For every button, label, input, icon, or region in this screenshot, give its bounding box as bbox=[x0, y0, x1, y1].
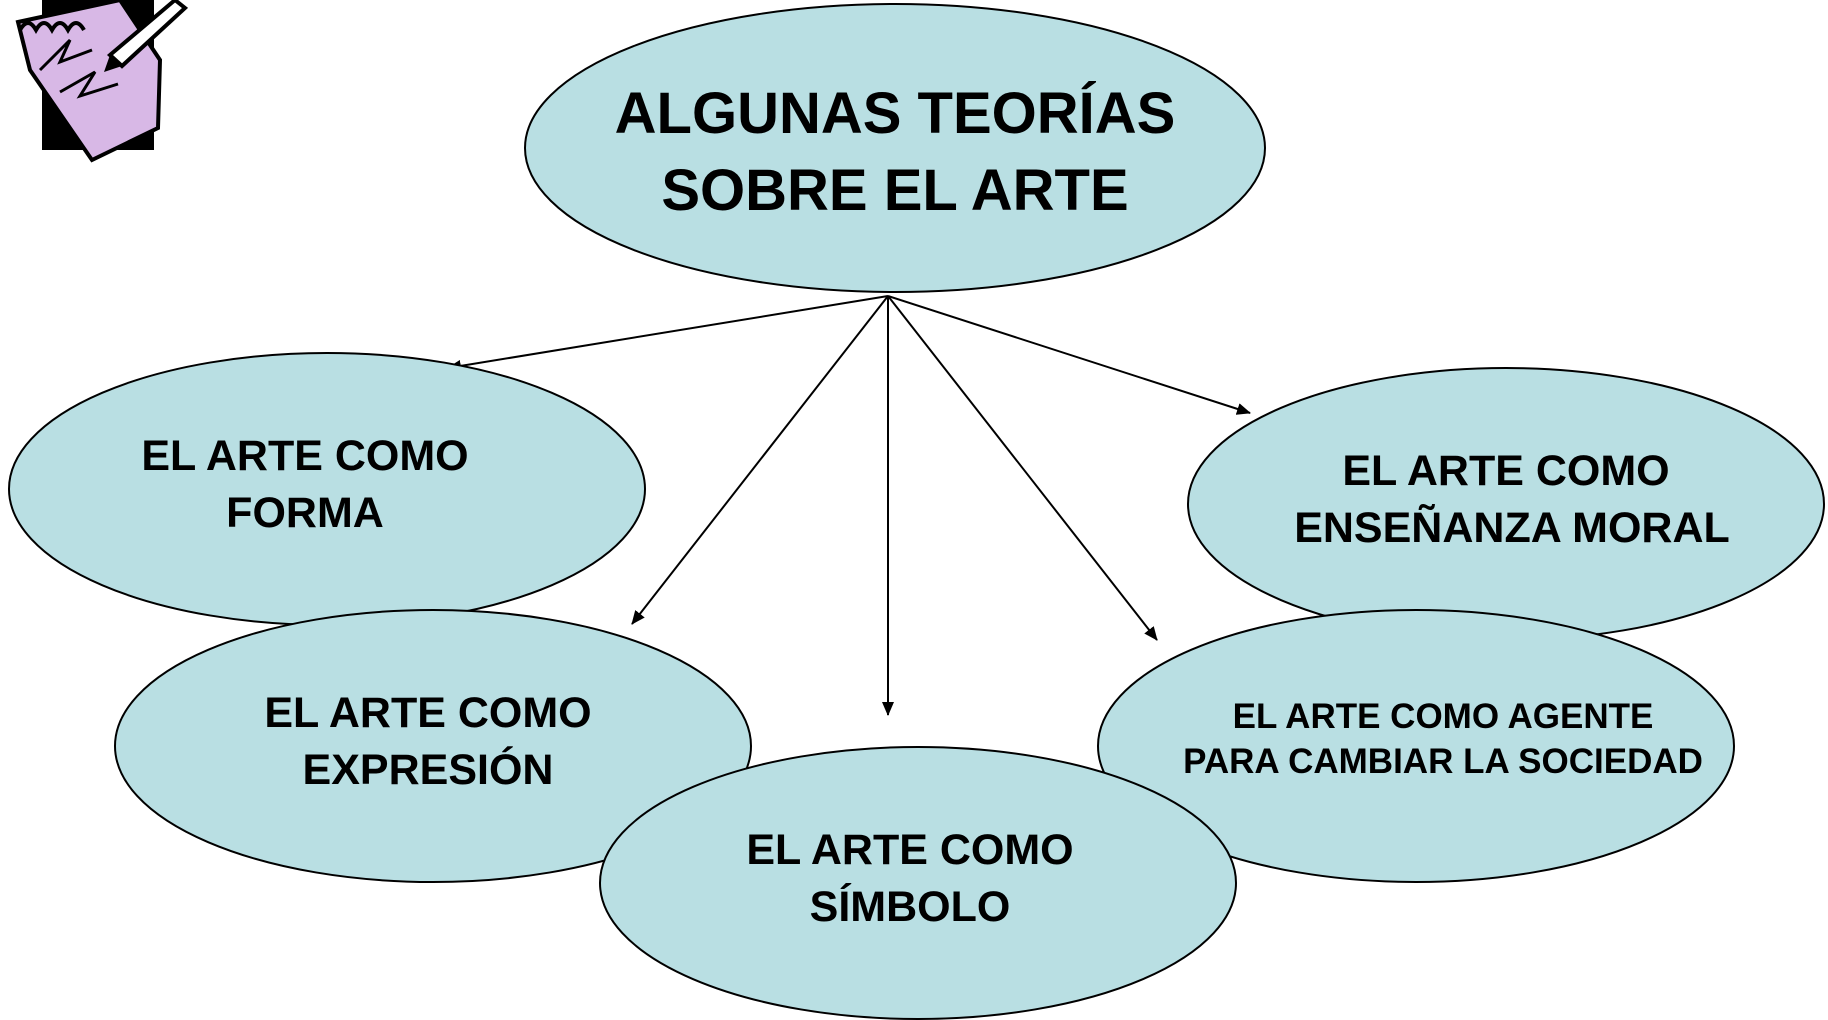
arrow-to-agente bbox=[887, 295, 1158, 641]
central-title-line2: SOBRE EL ARTE bbox=[661, 158, 1128, 223]
theory-agente-line1: EL ARTE COMO AGENTE bbox=[1233, 697, 1654, 736]
arrow-to-forma bbox=[447, 295, 889, 372]
theory-ensenanza-line2: ENSEÑANZA MORAL bbox=[1294, 504, 1730, 552]
theory-simbolo-line1: EL ARTE COMO bbox=[746, 826, 1073, 874]
notepad-pencil-icon bbox=[15, 0, 189, 163]
theory-node-forma: EL ARTE COMO FORMA bbox=[8, 352, 646, 626]
theory-expresion-line1: EL ARTE COMO bbox=[264, 689, 591, 737]
arrow-to-ensenanza bbox=[887, 295, 1251, 415]
central-node: ALGUNAS TEORÍAS SOBRE EL ARTE bbox=[524, 3, 1266, 293]
theory-forma-line2: FORMA bbox=[226, 489, 384, 537]
theory-agente-line2: PARA CAMBIAR LA SOCIEDAD bbox=[1183, 742, 1703, 781]
theory-node-ensenanza-moral: EL ARTE COMO ENSEÑANZA MORAL bbox=[1187, 367, 1825, 641]
theory-ensenanza-line1: EL ARTE COMO bbox=[1342, 447, 1669, 495]
central-title-line1: ALGUNAS TEORÍAS bbox=[615, 81, 1176, 146]
connectors bbox=[447, 295, 1251, 716]
theory-node-expresion: EL ARTE COMO EXPRESIÓN bbox=[114, 609, 752, 883]
arrow-to-expresion bbox=[631, 295, 889, 625]
theory-node-simbolo: EL ARTE COMO SÍMBOLO bbox=[599, 746, 1237, 1020]
theory-forma-line1: EL ARTE COMO bbox=[141, 432, 468, 480]
theory-node-agente: EL ARTE COMO AGENTE PARA CAMBIAR LA SOCI… bbox=[1097, 609, 1735, 883]
theory-expresion-line2: EXPRESIÓN bbox=[303, 745, 554, 794]
theory-simbolo-line2: SÍMBOLO bbox=[810, 883, 1011, 931]
